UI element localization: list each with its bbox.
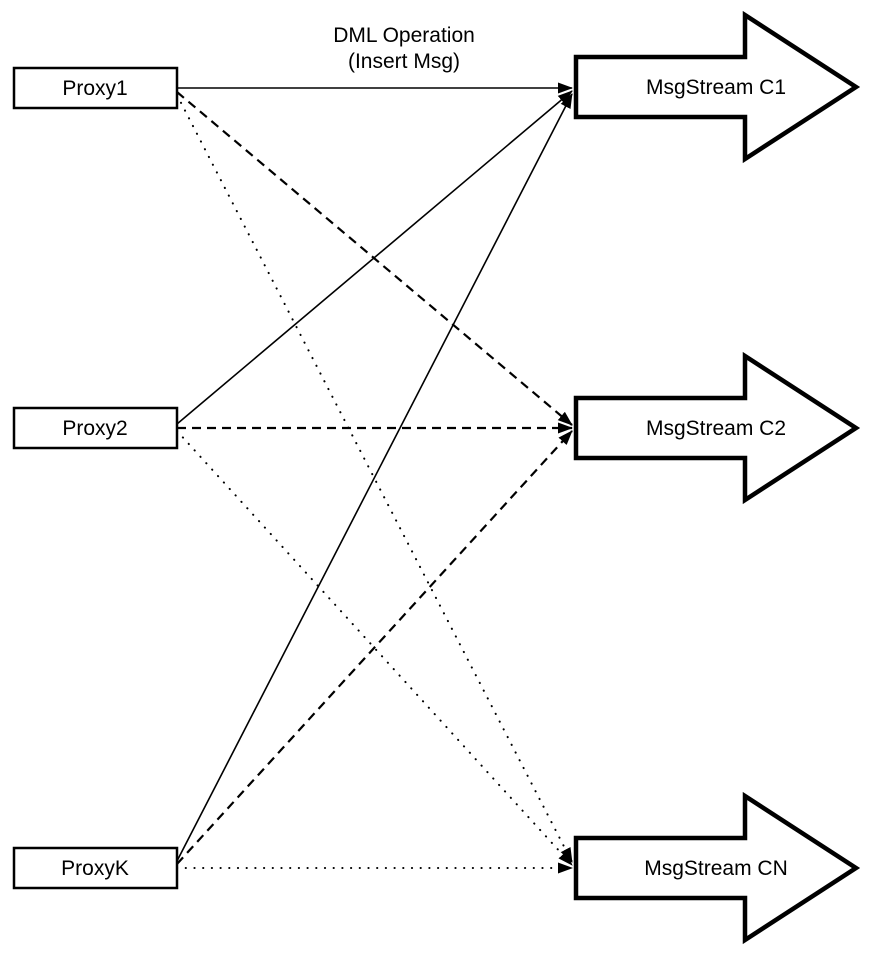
node-proxy2: Proxy2 bbox=[12, 406, 179, 450]
proxy2-label: Proxy2 bbox=[62, 417, 127, 440]
proxy1-label: Proxy1 bbox=[62, 77, 127, 100]
msgstream-c1-label: MsgStream C1 bbox=[646, 76, 786, 99]
edges bbox=[176, 82, 573, 874]
msgstream-c2-arrow-shape bbox=[573, 351, 861, 505]
msgstream-c1-arrow-shape bbox=[573, 10, 861, 164]
edge-proxyk-to-c1 bbox=[176, 93, 573, 862]
dml-operation-label-line2: (Insert Msg) bbox=[348, 50, 460, 73]
dml-operation-annotation: DML Operation (Insert Msg) bbox=[333, 24, 475, 73]
node-proxy1: Proxy1 bbox=[12, 66, 179, 110]
node-msgstream-c1: MsgStream C1 bbox=[573, 10, 861, 164]
node-msgstream-c2: MsgStream C2 bbox=[573, 351, 861, 505]
proxyk-box bbox=[12, 846, 179, 890]
node-msgstream-cn: MsgStream CN bbox=[573, 791, 861, 945]
msgstream-cn-arrow-shape bbox=[573, 791, 861, 945]
dml-operation-label-line1: DML Operation bbox=[333, 24, 475, 47]
edge-proxyk-to-c2 bbox=[176, 430, 573, 865]
edge-proxy1-to-c2 bbox=[176, 91, 573, 426]
node-proxyk: ProxyK bbox=[12, 846, 179, 890]
msgstream-c2-label: MsgStream C2 bbox=[646, 417, 786, 440]
msgstream-cn-label: MsgStream CN bbox=[644, 857, 788, 880]
proxyk-label: ProxyK bbox=[61, 857, 129, 880]
proxy2-box bbox=[12, 406, 179, 450]
proxy1-box bbox=[12, 66, 179, 110]
